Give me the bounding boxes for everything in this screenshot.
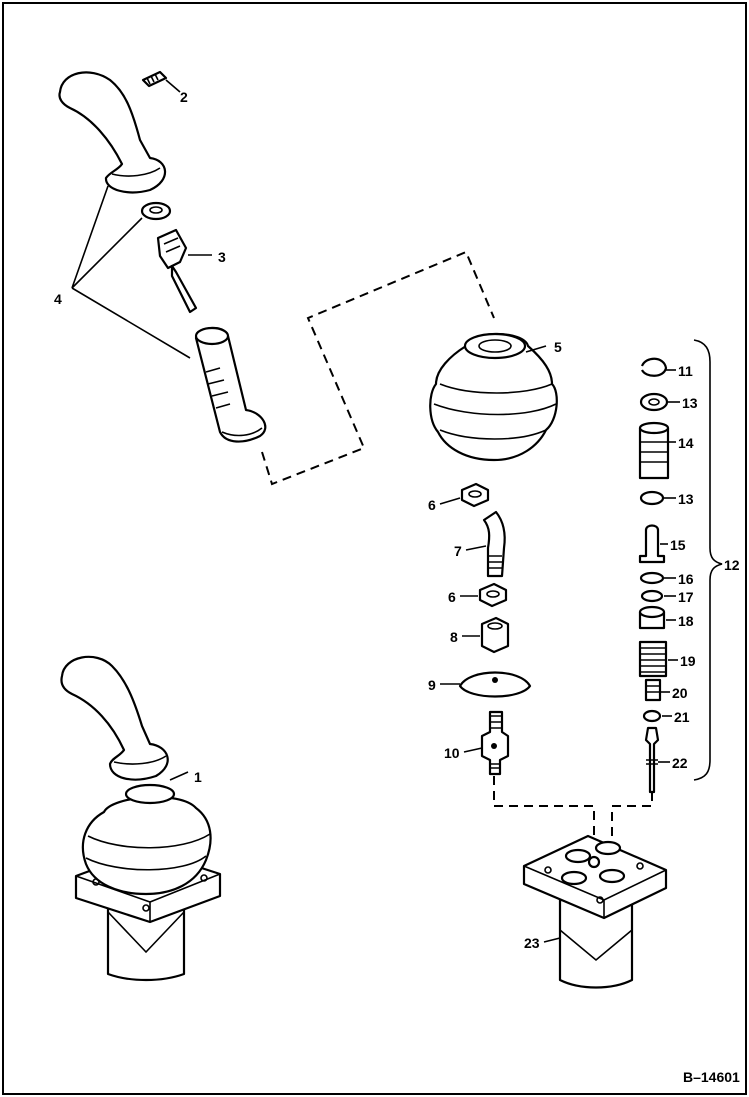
figure-code: B–14601 [683, 1069, 740, 1085]
callout-13-lower: 13 [678, 491, 694, 507]
seal-part [639, 392, 669, 412]
callout-23: 23 [524, 935, 540, 951]
callout-4: 4 [54, 291, 62, 307]
callout-6-upper: 6 [428, 497, 436, 513]
push-rod-part [638, 524, 666, 564]
callout-22: 22 [672, 755, 688, 771]
screw-part [141, 70, 168, 88]
callout-14: 14 [678, 435, 694, 451]
washer-part [140, 201, 172, 221]
callout-21: 21 [674, 709, 690, 725]
cam-plate-part [458, 671, 532, 698]
callout-19: 19 [680, 653, 696, 669]
bent-adapter-part [482, 510, 506, 578]
callout-9: 9 [428, 677, 436, 693]
callout-12: 12 [724, 557, 740, 573]
snap-ring-part [640, 357, 668, 377]
nut-part [460, 482, 490, 508]
coupling-nut-part [480, 616, 510, 654]
callout-11: 11 [678, 363, 693, 379]
callout-18: 18 [678, 613, 694, 629]
callout-labels: 1 2 3 4 5 6 7 6 8 9 10 11 12 13 14 13 15… [54, 89, 740, 951]
spool-part [644, 726, 660, 794]
assembled-joystick-part [60, 655, 222, 982]
nut-part-2 [478, 582, 508, 608]
callout-6-lower: 6 [448, 589, 456, 605]
handle-tube-part [194, 326, 267, 443]
callout-13-upper: 13 [682, 395, 698, 411]
callout-5: 5 [554, 339, 562, 355]
spring-seat-part [639, 571, 665, 585]
callout-16: 16 [678, 571, 694, 587]
callout-3: 3 [218, 249, 226, 265]
plug-part [638, 421, 670, 480]
handle-grip-part [58, 71, 167, 194]
valve-body-part [522, 834, 668, 989]
callout-8: 8 [450, 629, 458, 645]
o-ring-part [639, 490, 665, 506]
callout-10: 10 [444, 745, 460, 761]
return-spring-part [638, 640, 668, 678]
callout-20: 20 [672, 685, 688, 701]
callout-15: 15 [670, 537, 686, 553]
small-spring-part [644, 678, 662, 702]
washer-part-2 [642, 709, 662, 723]
spring-retainer-part [638, 605, 666, 630]
callout-7: 7 [454, 543, 462, 559]
switch-part [156, 228, 198, 314]
callout-2: 2 [180, 89, 188, 105]
universal-joint-part [480, 710, 510, 776]
shim-part [640, 589, 664, 603]
callout-1: 1 [194, 769, 202, 785]
callout-17: 17 [678, 589, 694, 605]
boot-part [429, 332, 558, 462]
